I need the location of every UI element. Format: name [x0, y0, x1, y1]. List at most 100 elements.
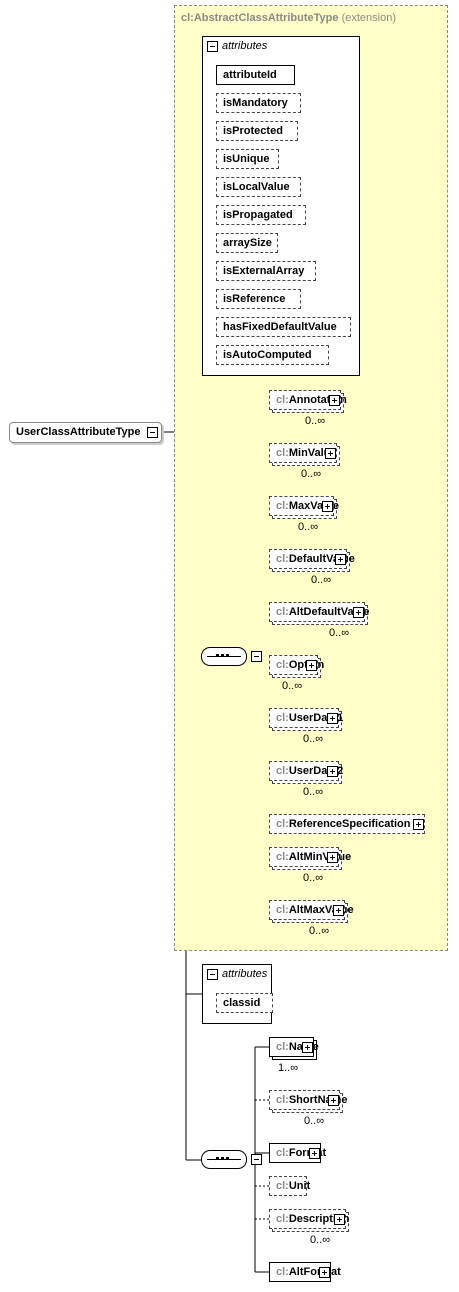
schema-element[interactable]: cl:ReferenceSpecification	[269, 814, 429, 836]
element-name: Unit	[288, 1180, 311, 1192]
schema-element[interactable]: cl:Option	[269, 655, 324, 678]
expand-icon[interactable]	[329, 395, 340, 406]
sequence-line	[207, 656, 241, 657]
sequence-dots	[216, 1157, 229, 1160]
element-prefix: cl:	[276, 606, 289, 618]
expand-icon[interactable]	[334, 1214, 345, 1225]
attribute-group-heading: attributes	[222, 40, 268, 52]
schema-element[interactable]: cl:Unit	[269, 1176, 311, 1198]
schema-element[interactable]: cl:AltMinValue	[269, 847, 351, 870]
sequence-dot	[221, 654, 224, 657]
schema-element[interactable]: cl:Annotation	[269, 390, 347, 413]
element-prefix: cl:	[276, 1213, 289, 1225]
expand-icon[interactable]	[327, 766, 338, 777]
sequence-compositor[interactable]	[201, 1150, 247, 1169]
root-type-node[interactable]: UserClassAttributeType	[9, 422, 162, 443]
element-prefix: cl:	[276, 1147, 289, 1159]
element-prefix: cl:	[276, 447, 289, 459]
collapse-icon[interactable]	[147, 427, 158, 438]
attribute-item: arraySize	[216, 233, 278, 253]
attribute-item: isUnique	[216, 149, 279, 169]
attribute-item: attributeId	[216, 65, 295, 85]
element-box: cl:ReferenceSpecification	[269, 814, 425, 834]
element-prefix: cl:	[276, 1094, 289, 1106]
extension-title: cl:AbstractClassAttributeType (extension…	[181, 12, 396, 24]
attribute-item: isLocalValue	[216, 177, 301, 197]
expand-icon[interactable]	[413, 819, 424, 830]
collapse-icon[interactable]	[251, 1154, 262, 1165]
element-name: Format	[288, 1147, 327, 1159]
occurrence-label: 0..∞	[303, 786, 324, 798]
collapse-icon[interactable]	[207, 968, 218, 980]
attribute-group-header: attributes	[207, 40, 267, 52]
expand-icon[interactable]	[353, 607, 364, 618]
sequence-dot	[216, 654, 219, 657]
attribute-group-heading: attributes	[222, 968, 268, 980]
element-box: cl:MinValue	[269, 443, 337, 463]
element-prefix: cl:	[276, 712, 289, 724]
expand-icon[interactable]	[322, 501, 333, 512]
root-type-label: UserClassAttributeType	[16, 426, 141, 438]
element-name: AltDefaultValue	[288, 606, 370, 618]
sequence-compositor[interactable]	[201, 647, 247, 666]
occurrence-label: 0..∞	[303, 733, 324, 745]
element-prefix: cl:	[276, 659, 289, 671]
schema-element[interactable]: cl:MaxValue	[269, 496, 339, 519]
sequence-dots	[216, 654, 229, 657]
occurrence-label: 0..∞	[309, 925, 330, 937]
element-prefix: cl:	[276, 1266, 289, 1278]
schema-element[interactable]: cl:Name	[269, 1037, 319, 1060]
expand-icon[interactable]	[327, 713, 338, 724]
element-prefix: cl:	[276, 553, 289, 565]
element-name: ReferenceSpecification	[288, 818, 411, 830]
collapse-icon[interactable]	[251, 651, 262, 662]
schema-element[interactable]: cl:UserData2	[269, 761, 343, 784]
attribute-item: isExternalArray	[216, 261, 316, 281]
element-name: AltFormat	[288, 1266, 341, 1278]
schema-element[interactable]: cl:AltMaxValue	[269, 900, 354, 923]
sequence-line	[207, 1159, 241, 1160]
sequence-dot	[221, 1157, 224, 1160]
occurrence-label: 0..∞	[298, 521, 319, 533]
schema-element[interactable]: cl:Format	[269, 1143, 327, 1165]
expand-icon[interactable]	[335, 554, 346, 565]
expand-icon[interactable]	[309, 1148, 320, 1159]
schema-element[interactable]: cl:MinValue	[269, 443, 341, 466]
extension-suffix: (extension)	[341, 12, 396, 24]
attribute-item: isMandatory	[216, 93, 301, 113]
schema-element[interactable]: cl:Description	[269, 1209, 350, 1232]
expand-icon[interactable]	[333, 905, 344, 916]
occurrence-label: 1..∞	[278, 1062, 299, 1074]
attribute-item: isProtected	[216, 121, 298, 141]
element-prefix: cl:	[276, 765, 289, 777]
sequence-dot	[226, 654, 229, 657]
expand-icon[interactable]	[319, 1267, 330, 1278]
schema-element[interactable]: cl:DefaultValue	[269, 549, 355, 572]
schema-element[interactable]: cl:ShortName	[269, 1090, 348, 1113]
occurrence-label: 0..∞	[304, 1115, 325, 1127]
attribute-group-header: attributes	[207, 968, 267, 980]
expand-icon[interactable]	[327, 852, 338, 863]
schema-element[interactable]: cl:UserData1	[269, 708, 343, 731]
occurrence-label: 0..∞	[329, 627, 350, 639]
extension-type-name: cl:AbstractClassAttributeType	[181, 12, 339, 24]
expand-icon[interactable]	[306, 660, 317, 671]
occurrence-label: 0..∞	[282, 680, 303, 692]
expand-icon[interactable]	[325, 448, 336, 459]
element-box: cl:DefaultValue	[269, 549, 355, 569]
expand-icon[interactable]	[302, 1042, 313, 1053]
occurrence-label: 0..∞	[311, 574, 332, 586]
attribute-item: isReference	[216, 289, 301, 309]
sequence-dot	[216, 1157, 219, 1160]
element-name: AltMinValue	[288, 851, 352, 863]
attribute-item: classid	[216, 993, 273, 1013]
element-prefix: cl:	[276, 904, 289, 916]
schema-element[interactable]: cl:AltDefaultValue	[269, 602, 370, 625]
schema-element[interactable]: cl:AltFormat	[269, 1262, 341, 1284]
element-prefix: cl:	[276, 394, 289, 406]
collapse-icon[interactable]	[207, 40, 218, 52]
occurrence-label: 0..∞	[305, 415, 326, 427]
expand-icon[interactable]	[328, 1095, 339, 1106]
occurrence-label: 0..∞	[303, 872, 324, 884]
element-box: cl:Unit	[269, 1176, 311, 1196]
